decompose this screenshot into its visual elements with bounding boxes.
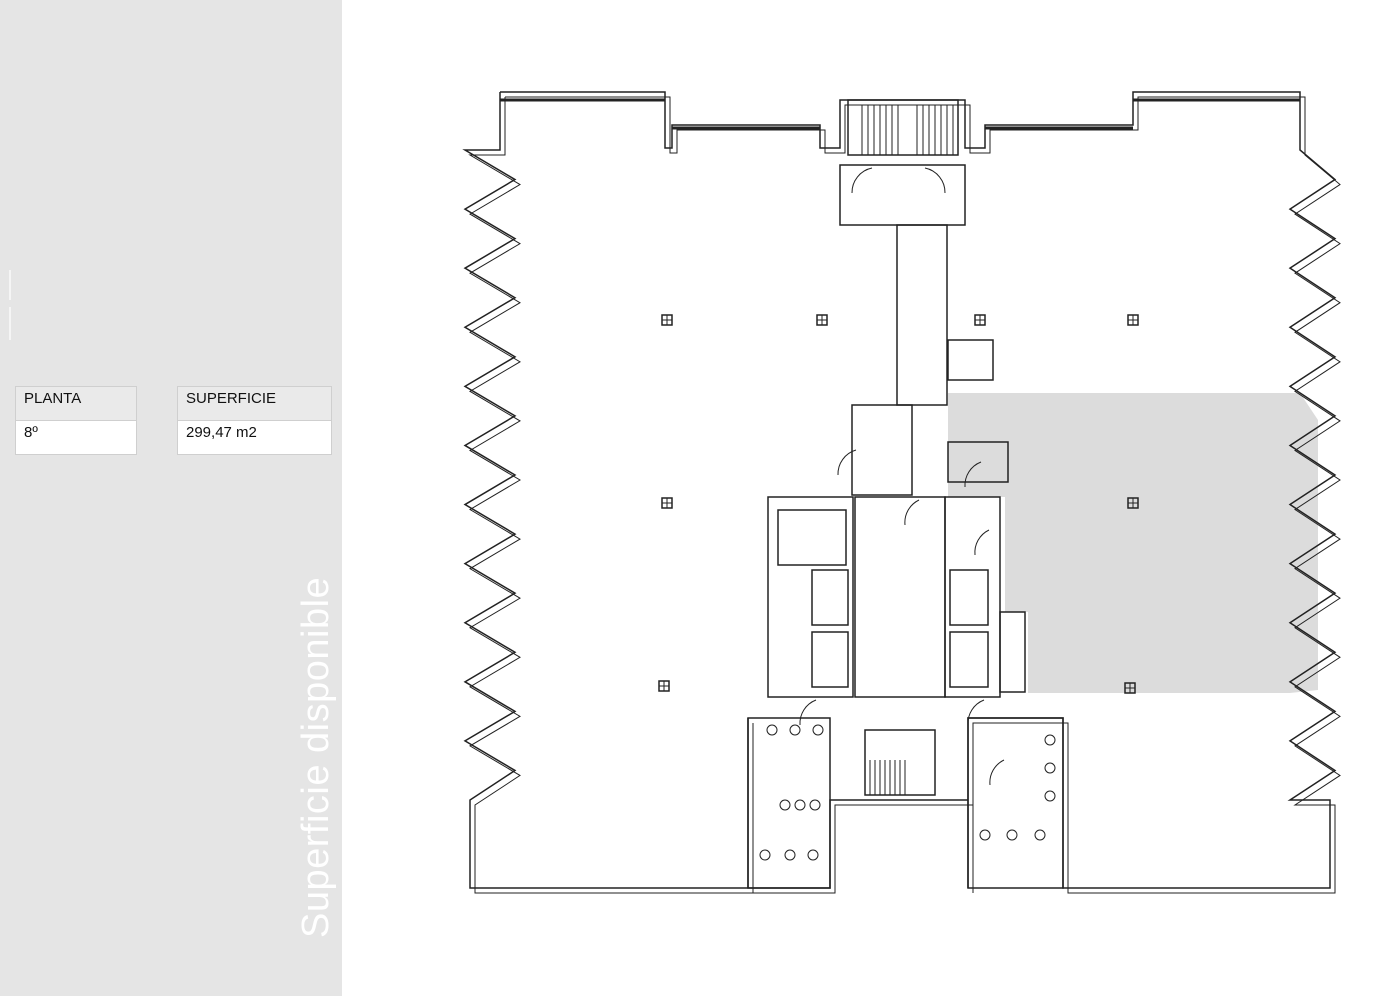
decorative-mark — [9, 307, 11, 340]
room-wall — [851, 404, 913, 496]
column-cross — [662, 498, 672, 508]
door-arc — [799, 699, 817, 726]
room-wall — [777, 509, 847, 566]
door-arc — [967, 699, 985, 726]
room-wall — [747, 717, 831, 889]
outer-wall — [462, 91, 1337, 889]
room-wall — [967, 717, 1064, 889]
sanitary-fixture — [1044, 762, 1056, 774]
sidebar-panel: PLANTA 8º SUPERFICIE 299,47 m2 Superfici… — [0, 0, 342, 996]
sanitary-fixture — [1044, 734, 1056, 746]
sanitary-fixture — [789, 724, 801, 736]
sanitary-fixture — [809, 799, 821, 811]
planta-value: 8º — [15, 420, 137, 455]
superficie-value: 299,47 m2 — [177, 420, 332, 455]
room-wall — [847, 99, 959, 156]
sanitary-fixture — [779, 799, 791, 811]
room-wall — [811, 631, 849, 688]
sanitary-fixture — [759, 849, 771, 861]
available-area — [948, 393, 1318, 693]
room-wall — [949, 631, 989, 688]
door-arc — [924, 167, 946, 194]
superficie-header: SUPERFICIE — [177, 386, 332, 421]
walls — [462, 91, 1341, 894]
room-wall — [839, 164, 966, 226]
column-cross — [1125, 683, 1135, 693]
door-arc — [989, 759, 1005, 786]
room-wall — [949, 569, 989, 626]
room-wall — [896, 224, 948, 406]
columns — [658, 314, 1139, 694]
room-wall — [947, 339, 994, 381]
sanitary-fixture — [784, 849, 796, 861]
door-arc — [851, 167, 873, 194]
decorative-mark — [9, 270, 11, 300]
room-wall — [767, 496, 854, 698]
sanitary-fixture — [794, 799, 806, 811]
sanitary-fixture — [1034, 829, 1046, 841]
room-wall — [854, 496, 946, 698]
door-arc — [964, 461, 982, 488]
column-cross — [1128, 498, 1138, 508]
room-wall — [944, 496, 1001, 698]
room-wall — [811, 569, 849, 626]
door-arc — [837, 449, 857, 476]
sanitary-fixture — [1044, 790, 1056, 802]
sanitary-fixture — [766, 724, 778, 736]
sanitary-fixture — [1006, 829, 1018, 841]
door-arc — [904, 499, 920, 526]
column-cross — [817, 315, 827, 325]
room-wall — [999, 611, 1026, 693]
room-wall — [947, 441, 1009, 483]
column-cross — [1128, 315, 1138, 325]
planta-header: PLANTA — [15, 386, 137, 421]
sanitary-fixture — [979, 829, 991, 841]
column-cross — [659, 681, 669, 691]
inner-wall — [468, 96, 1341, 894]
column-cross — [662, 315, 672, 325]
sanitary-fixture — [807, 849, 819, 861]
sanitary-fixture — [812, 724, 824, 736]
door-arc — [974, 529, 990, 556]
column-cross — [975, 315, 985, 325]
